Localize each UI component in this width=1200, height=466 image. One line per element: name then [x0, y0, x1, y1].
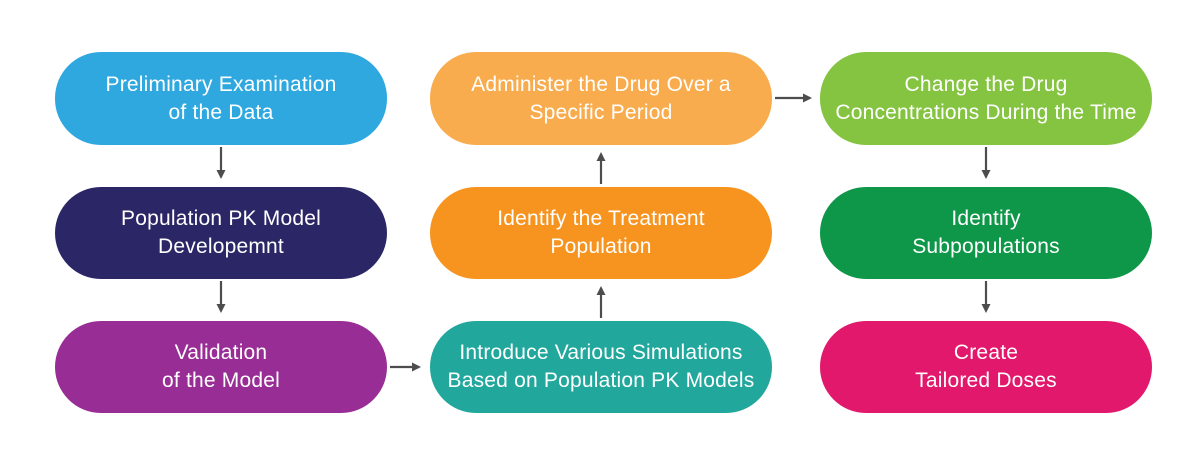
- node-population-pk-model-development: Population PK Model Developemnt: [55, 187, 387, 279]
- node-change-drug-concentrations: Change the Drug Concentrations During th…: [820, 52, 1152, 145]
- node-label: Validation of the Model: [162, 341, 280, 392]
- node-label: Identify the Treatment Population: [497, 207, 705, 258]
- node-label: Administer the Drug Over a Specific Peri…: [471, 72, 731, 124]
- node-label: Introduce Various Simulations Based on P…: [447, 341, 755, 392]
- node-label: Preliminary Examination of the Data: [105, 72, 337, 124]
- node-label: Change the Drug Concentrations During th…: [835, 72, 1137, 124]
- node-create-tailored-doses: Create Tailored Doses: [820, 321, 1152, 413]
- node-label: Identify Subpopulations: [912, 207, 1060, 258]
- node-label: Create Tailored Doses: [915, 341, 1057, 392]
- node-preliminary-examination: Preliminary Examination of the Data: [55, 52, 387, 145]
- node-administer-the-drug: Administer the Drug Over a Specific Peri…: [430, 52, 772, 145]
- node-validation-of-the-model: Validation of the Model: [55, 321, 387, 413]
- node-introduce-simulations: Introduce Various Simulations Based on P…: [430, 321, 772, 413]
- node-identify-treatment-population: Identify the Treatment Population: [430, 187, 772, 279]
- node-label: Population PK Model Developemnt: [121, 207, 321, 258]
- node-identify-subpopulations: Identify Subpopulations: [820, 187, 1152, 279]
